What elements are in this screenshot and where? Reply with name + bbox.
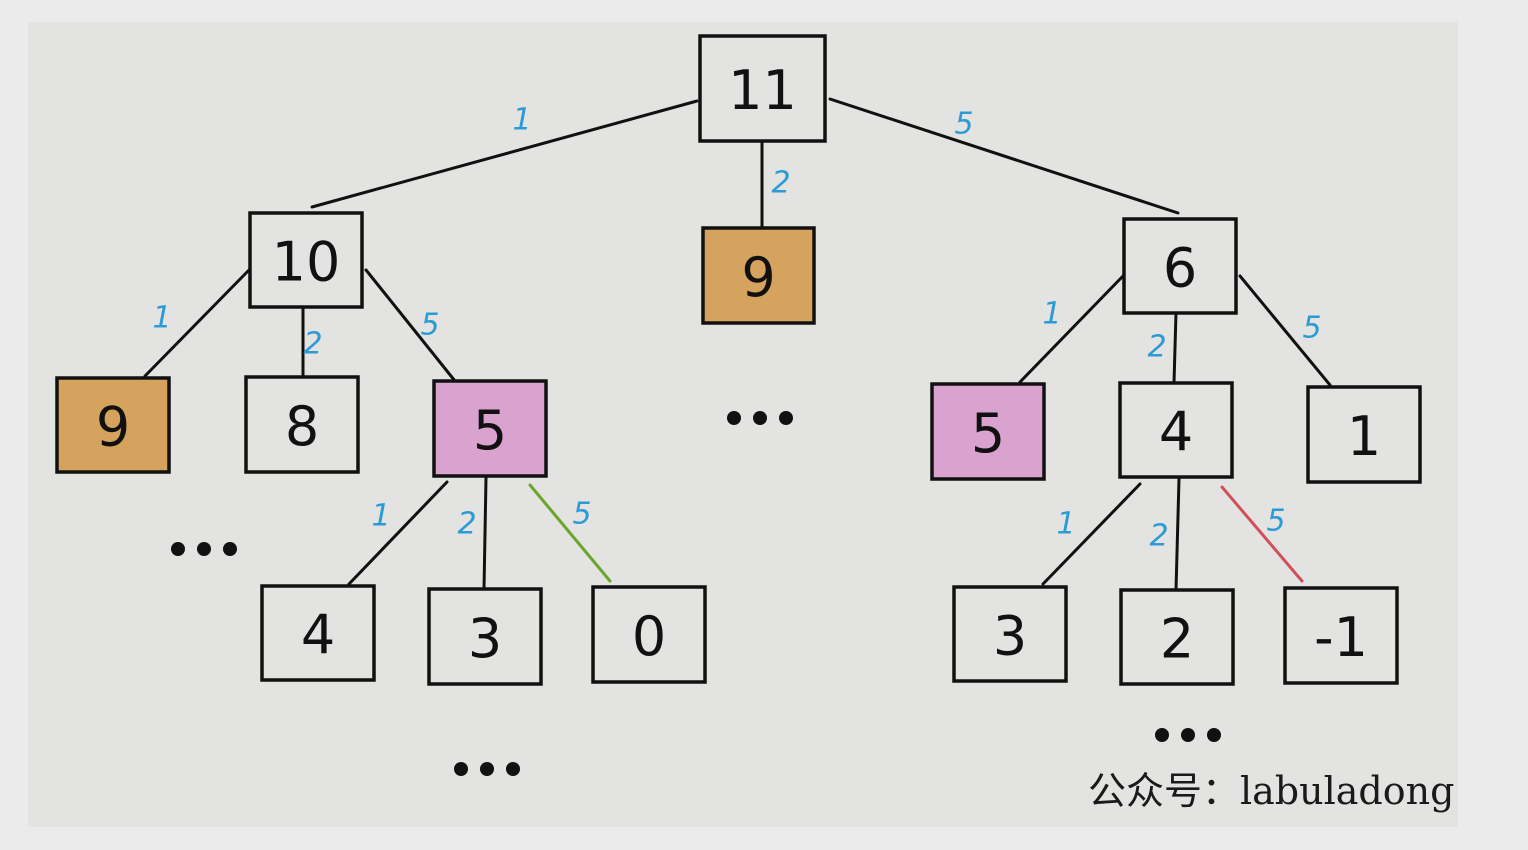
node-box	[260, 584, 376, 682]
ellipsis-dot	[506, 762, 520, 776]
tree-node-n10: 10	[248, 211, 364, 309]
edge-weight-label: 2	[1147, 330, 1166, 365]
node-value: 4	[1159, 401, 1193, 464]
edge-weight-label: 5	[954, 107, 973, 142]
node-box	[1283, 586, 1399, 685]
node-box	[432, 379, 548, 478]
node-value: 1	[1347, 405, 1381, 468]
node-box	[591, 585, 707, 684]
ellipsis-dots	[1155, 728, 1221, 742]
node-box	[1118, 381, 1234, 479]
edge-weight-label: 1	[1056, 507, 1075, 542]
ellipsis-dots	[727, 411, 793, 425]
tree-node-n6: 6	[1122, 217, 1238, 315]
edge-n10-n9l	[143, 268, 251, 378]
edges-layer	[143, 97, 1332, 592]
node-value: 4	[301, 604, 335, 667]
edge-weight-label: 5	[1266, 504, 1285, 539]
edge-labels-layer: 1 2 5 1 2 5 1 2 5 1 2 5 1 2 5	[152, 103, 1321, 554]
edge-n6-n1	[1238, 274, 1332, 387]
ellipsis-dots	[454, 762, 520, 776]
tree-node-n3l: 3	[427, 587, 543, 686]
node-value: 6	[1163, 237, 1197, 300]
node-box	[244, 375, 360, 474]
edge-weight-label: 1	[371, 499, 390, 534]
tree-node-n5r: 5	[930, 382, 1046, 481]
watermark-text: 公众号：labuladong	[1088, 769, 1455, 813]
tree-node-n5l: 5	[432, 379, 548, 478]
ellipsis-dot	[1207, 728, 1221, 742]
tree-node-n9l: 9	[55, 376, 171, 474]
edge-weight-label: 5	[572, 497, 591, 532]
node-value: 0	[632, 605, 666, 668]
tree-node-root: 11	[698, 34, 827, 143]
node-value: 5	[971, 402, 1005, 465]
node-box	[1119, 588, 1235, 686]
ellipsis-dot	[223, 542, 237, 556]
node-value: 10	[272, 231, 341, 294]
tree-node-n3r: 3	[952, 585, 1068, 683]
node-box	[427, 587, 543, 686]
edge-root-n10	[310, 99, 699, 209]
edge-weight-label: 2	[771, 166, 790, 201]
node-value: 8	[285, 395, 319, 458]
edge-n5l-n4l	[347, 480, 449, 586]
ellipsis-dot	[454, 762, 468, 776]
ellipsis-layer	[171, 411, 1221, 776]
tree-node-n4l: 4	[260, 584, 376, 682]
ellipsis-dot	[727, 411, 741, 425]
edge-n4r-n3r	[1041, 482, 1142, 586]
node-box	[1306, 385, 1422, 484]
ellipsis-dot	[1155, 728, 1169, 742]
tree-node-n0: 0	[591, 585, 707, 684]
edge-weight-label: 5	[420, 308, 439, 343]
ellipsis-dot	[779, 411, 793, 425]
edge-weight-label: 5	[1302, 311, 1321, 346]
edge-weight-label: 2	[303, 327, 322, 362]
edge-n6-n4r	[1172, 311, 1178, 385]
node-value: 3	[468, 607, 502, 670]
node-value: 2	[1160, 608, 1194, 671]
edge-root-n6	[828, 97, 1180, 215]
ellipsis-dots	[171, 542, 237, 556]
ellipsis-dot	[171, 542, 185, 556]
edge-n4r-n2	[1174, 477, 1181, 592]
edge-weight-label: 2	[1149, 519, 1168, 554]
edge-weight-label: 2	[457, 507, 476, 542]
edge-n5l-n0	[528, 483, 612, 583]
edge-weight-label: 1	[152, 301, 171, 336]
node-value: 3	[993, 605, 1027, 668]
node-value: 5	[473, 399, 507, 462]
node-value: 11	[728, 59, 797, 122]
edge-n5l-n3l	[482, 476, 488, 591]
node-box	[952, 585, 1068, 683]
ellipsis-dot	[480, 762, 494, 776]
node-value: -1	[1314, 606, 1368, 669]
node-value: 9	[741, 246, 775, 309]
edge-n4r-nm1	[1220, 485, 1304, 583]
ellipsis-dot	[197, 542, 211, 556]
node-box	[930, 382, 1046, 481]
tree-node-nm1: -1	[1283, 586, 1399, 685]
ellipsis-dot	[753, 411, 767, 425]
edge-n6-n5r	[1018, 274, 1125, 384]
tree-node-n9m: 9	[701, 226, 816, 325]
node-box	[701, 226, 816, 325]
edge-weight-label: 1	[512, 103, 531, 138]
ellipsis-dot	[1181, 728, 1195, 742]
edge-n10-n5l	[364, 268, 457, 383]
tree-node-n4r: 4	[1118, 381, 1234, 479]
node-value: 9	[96, 396, 130, 459]
node-box	[55, 376, 171, 474]
tree-node-n1: 1	[1306, 385, 1422, 484]
node-box	[248, 211, 364, 309]
node-box	[1122, 217, 1238, 315]
node-box	[698, 34, 827, 143]
edge-weight-label: 1	[1042, 297, 1061, 332]
tree-node-n2: 2	[1119, 588, 1235, 686]
tree-node-n8: 8	[244, 375, 360, 474]
